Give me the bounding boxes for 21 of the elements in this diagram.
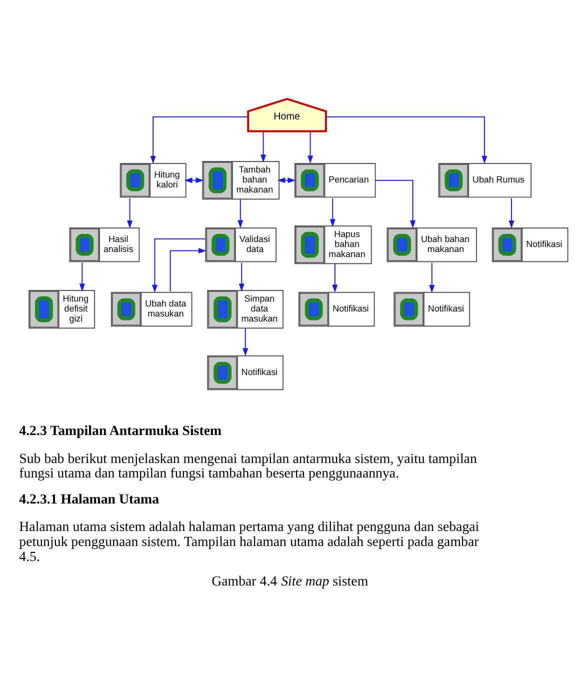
arrow [170,248,206,292]
label: 4.2.3 Tampilan Antarmuka Sistem [19,424,222,439]
arrow [79,262,85,292]
arrow [152,238,206,293]
label: Sub bab berikut menjelaskan mengenai tampilan antarmuka sistem, yaitu tampilan fungsi utama dan tampilan fungsi tambahan beserta penggunaannya. [19,452,477,482]
label: Halaman utama sistem adalah halaman pertama yang dilihat pengguna dan sebagai petunjuk penggunaan sistem. Tampilan halaman utama adalah seperti pada gambar 4.5. [19,520,480,565]
arrow [332,263,338,293]
arrow [508,198,514,228]
arrow [326,116,488,164]
label: 4.2.3.1 Halaman Utama [19,492,160,508]
arrow [429,262,435,293]
arrow [127,198,133,228]
arrow [150,116,248,164]
arrow [374,180,416,228]
arrow [238,262,244,292]
arrow [307,131,314,164]
arrow [238,198,244,228]
arrow [330,198,336,228]
arrow [242,328,248,356]
caption: Gambar 4.4 Site map sistem [212,574,368,590]
arrow [260,131,266,163]
